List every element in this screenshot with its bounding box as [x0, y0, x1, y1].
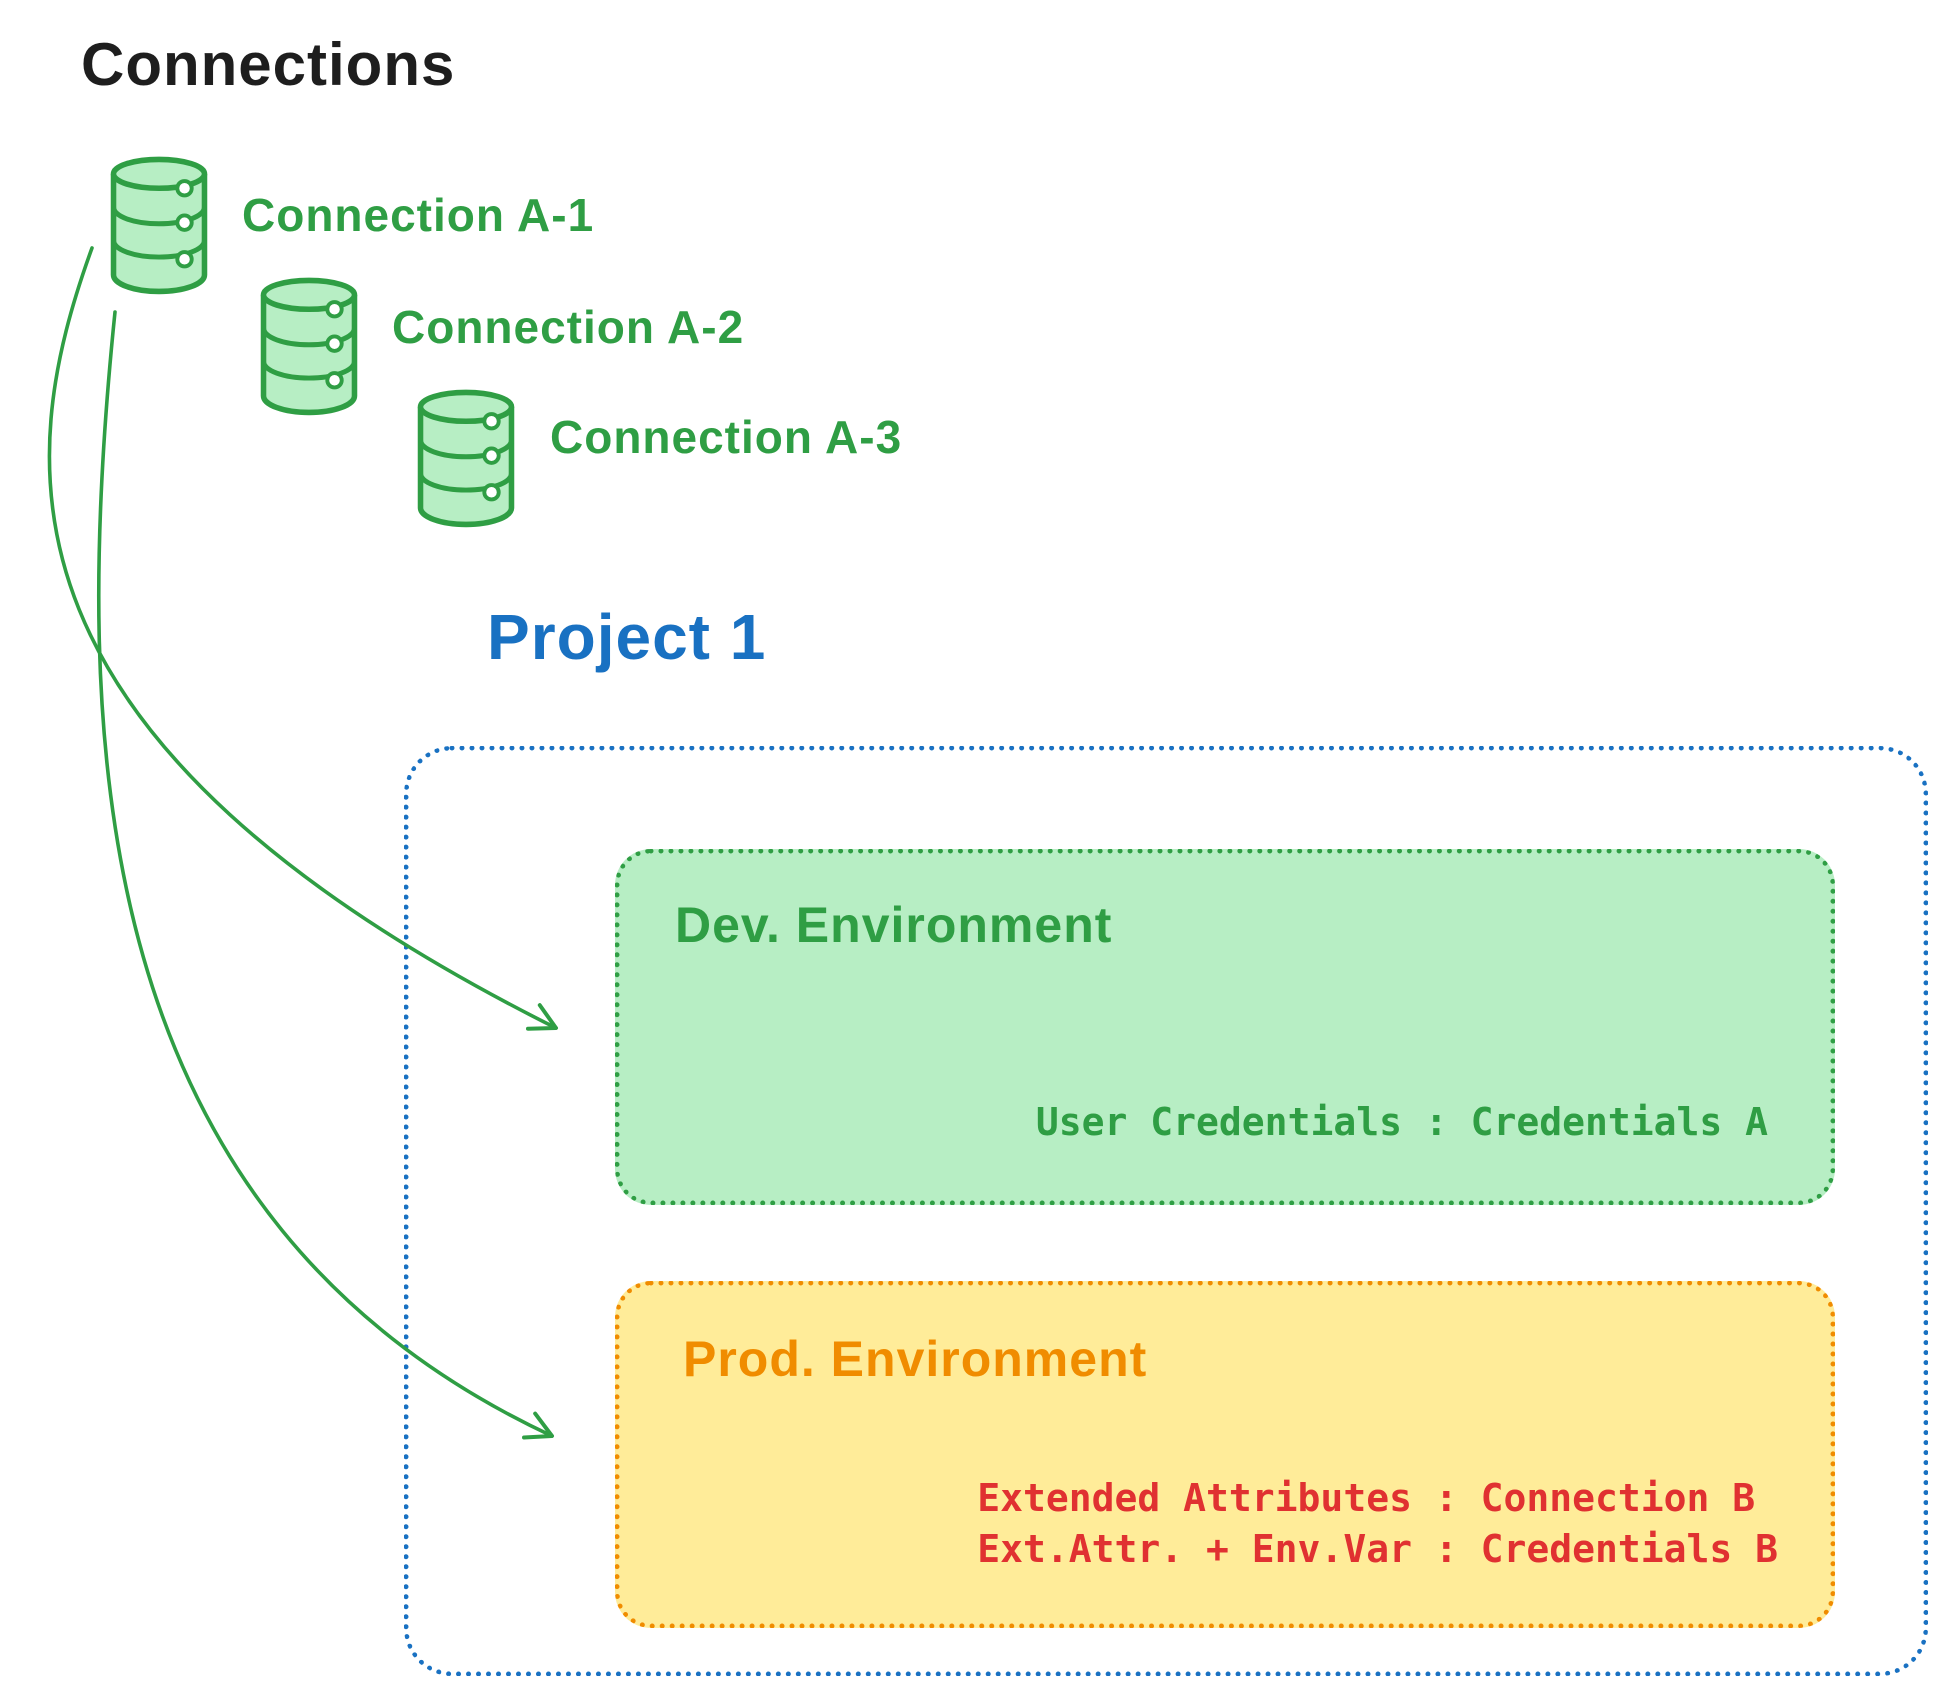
connection-a2-label: Connection A-2 [392, 301, 745, 353]
prod-environment-box: Prod. Environment Extended Attributes : … [615, 1281, 1835, 1628]
dev-environment-title: Dev. Environment [675, 897, 1113, 953]
prod-attributes-text: Extended Attributes : Connection B Ext.A… [977, 1473, 1778, 1575]
dev-credentials-text: User Credentials : Credentials A [1035, 1100, 1768, 1144]
database-icon-a1 [103, 155, 215, 297]
prod-attr-line-2: Ext.Attr. + Env.Var : Credentials B [977, 1527, 1778, 1572]
database-icon-a3 [410, 388, 522, 530]
connection-a1-label: Connection A-1 [242, 189, 595, 241]
prod-attr-line-1: Extended Attributes : Connection B [977, 1476, 1756, 1521]
dev-environment-box: Dev. Environment User Credentials : Cred… [615, 849, 1835, 1205]
project-container: Dev. Environment User Credentials : Cred… [404, 746, 1928, 1676]
project-title: Project 1 [487, 601, 767, 673]
connections-title: Connections [81, 31, 456, 98]
prod-environment-title: Prod. Environment [683, 1331, 1148, 1387]
connection-a3-label: Connection A-3 [550, 411, 903, 463]
database-icon-a2 [253, 276, 365, 418]
